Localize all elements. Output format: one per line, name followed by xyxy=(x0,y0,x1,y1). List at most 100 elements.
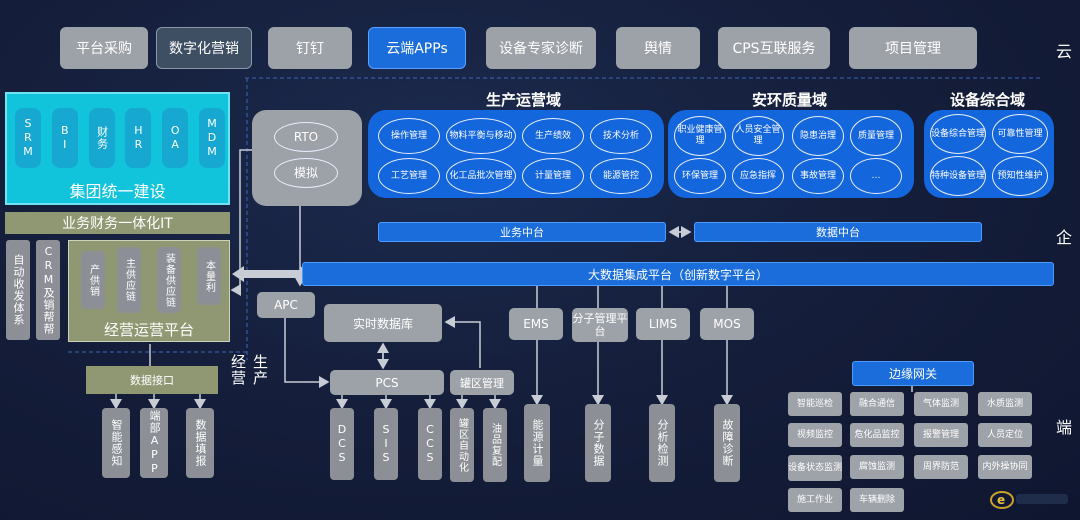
edge-item[interactable]: 报警管理 xyxy=(914,423,968,447)
pcs-box[interactable]: PCS xyxy=(330,370,444,395)
data-entry-col[interactable]: 数据填报 xyxy=(186,408,214,478)
analysis-testing-col[interactable]: 分析检测 xyxy=(649,404,675,482)
edge-item[interactable]: 施工作业 xyxy=(788,488,842,512)
ccs-col[interactable]: CCS xyxy=(418,408,442,480)
ems-box[interactable]: EMS xyxy=(509,308,563,340)
dcs-col[interactable]: DCS xyxy=(330,408,354,480)
domain-item[interactable]: 计量管理 xyxy=(522,158,584,194)
endpoint-app-col[interactable]: 端部APP xyxy=(140,408,168,478)
domain-item[interactable]: 环保管理 xyxy=(674,158,726,194)
smart-sensing-col[interactable]: 智能感知 xyxy=(102,408,130,478)
energy-metering-col[interactable]: 能源计量 xyxy=(524,404,550,482)
module-bi[interactable]: BI xyxy=(51,108,78,168)
hse-domain-panel: 职业健康管理 人员安全管理 隐患治理 质量管理 环保管理 应急指挥 事故管理 … xyxy=(668,110,914,198)
bigdata-integration-platform[interactable]: 大数据集成平台（创新数字平台） xyxy=(302,262,1054,286)
data-middle-platform[interactable]: 数据中台 xyxy=(694,222,982,242)
edge-item[interactable]: 融合通信 xyxy=(850,392,904,416)
edge-item[interactable]: 车辆删除 xyxy=(850,488,904,512)
side-label-cloud: 云 xyxy=(1056,42,1073,61)
production-domain-title: 生产运营域 xyxy=(486,91,562,109)
module-label: 本量利 xyxy=(203,259,215,293)
domain-item[interactable]: 技术分析 xyxy=(590,118,652,154)
module-mdm[interactable]: MDM xyxy=(198,108,225,168)
edge-item[interactable]: 内外操协同 xyxy=(978,455,1032,479)
hse-domain-title: 安环质量域 xyxy=(752,91,828,109)
edge-item[interactable]: 腐蚀监测 xyxy=(850,455,904,479)
domain-item[interactable]: 化工品批次管理 xyxy=(446,158,516,194)
module-label: HR xyxy=(131,124,145,152)
edge-gateway-title[interactable]: 边缘网关 xyxy=(852,361,974,386)
watermark-logo: e xyxy=(988,486,1072,512)
top-item-public-opinion[interactable]: 舆情 xyxy=(616,27,700,69)
domain-item[interactable]: 质量管理 xyxy=(850,116,902,156)
data-interface-box[interactable]: 数据接口 xyxy=(86,366,218,394)
edge-item[interactable]: 水质监测 xyxy=(978,392,1032,416)
edge-item[interactable]: 危化品监控 xyxy=(850,423,904,447)
top-item-label: 云端APPs xyxy=(386,41,448,57)
domain-item[interactable]: 预知性维护 xyxy=(992,156,1048,196)
ops-module-supply-sales[interactable]: 产供销 xyxy=(81,251,105,309)
business-middle-platform[interactable]: 业务中台 xyxy=(378,222,666,242)
top-item-equipment-diagnosis[interactable]: 设备专家诊断 xyxy=(486,27,596,69)
box-label: CRM及销帮帮 xyxy=(42,245,55,335)
top-item-label: 数字化营销 xyxy=(169,41,239,57)
tank-automation-col[interactable]: 罐区自动化 xyxy=(450,408,474,482)
top-item-dingtalk[interactable]: 钉钉 xyxy=(268,27,352,69)
domain-item[interactable]: 可靠性管理 xyxy=(992,114,1048,154)
top-item-project-management[interactable]: 项目管理 xyxy=(849,27,977,69)
tank-management-box[interactable]: 罐区管理 xyxy=(450,370,514,395)
realtime-database-box[interactable]: 实时数据库 xyxy=(324,304,442,342)
domain-item[interactable]: 隐患治理 xyxy=(792,116,844,156)
sis-col[interactable]: SIS xyxy=(374,408,398,480)
ops-platform-title: 经营运营平台 xyxy=(103,321,194,339)
edge-item[interactable]: 视频监控 xyxy=(788,423,842,447)
domain-item[interactable]: 能源管控 xyxy=(590,158,652,194)
apc-box[interactable]: APC xyxy=(257,292,315,318)
crm-system[interactable]: CRM及销帮帮 xyxy=(36,240,60,340)
module-finance[interactable]: 财务 xyxy=(88,108,115,168)
col-label: 分子数据 xyxy=(592,419,605,467)
col-label: 端部APP xyxy=(148,410,161,476)
domain-item[interactable]: 生产绩效 xyxy=(522,118,584,154)
domain-item[interactable]: 人员安全管理 xyxy=(732,116,784,156)
top-item-procurement[interactable]: 平台采购 xyxy=(60,27,148,69)
ops-module-main-supply[interactable]: 主供应链 xyxy=(117,247,141,313)
edge-item[interactable]: 周界防范 xyxy=(914,455,968,479)
rto-oval[interactable]: RTO xyxy=(274,122,338,152)
edge-item[interactable]: 气体监测 xyxy=(914,392,968,416)
layer-label-production: 生产 xyxy=(251,354,269,386)
module-label: SRM xyxy=(21,117,35,159)
edge-item[interactable]: 设备状态监测 xyxy=(788,455,842,481)
oil-blending-col[interactable]: 油品复配 xyxy=(483,408,507,482)
domain-item[interactable]: … xyxy=(850,158,902,194)
molecular-data-col[interactable]: 分子数据 xyxy=(585,404,611,482)
edge-item[interactable]: 智能巡检 xyxy=(788,392,842,416)
top-item-cps-service[interactable]: CPS互联服务 xyxy=(718,27,830,69)
ops-module-equipment-supply[interactable]: 装备供应链 xyxy=(157,247,181,313)
edge-item[interactable]: 人员定位 xyxy=(978,423,1032,447)
mos-box[interactable]: MOS xyxy=(700,308,754,340)
module-srm[interactable]: SRM xyxy=(15,108,41,168)
top-item-cloud-apps[interactable]: 云端APPs xyxy=(368,27,466,69)
domain-item[interactable]: 工艺管理 xyxy=(378,158,440,194)
domain-item[interactable]: 物料平衡与移动 xyxy=(446,118,516,154)
module-hr[interactable]: HR xyxy=(125,108,152,168)
group-unified-box: SRM BI 财务 HR OA MDM 集团统一建设 xyxy=(5,92,230,205)
lims-box[interactable]: LIMS xyxy=(636,308,690,340)
domain-item[interactable]: 操作管理 xyxy=(378,118,440,154)
domain-item[interactable]: 设备综合管理 xyxy=(930,114,986,154)
col-label: 数据填报 xyxy=(194,419,207,467)
top-item-label: 钉钉 xyxy=(296,41,324,57)
domain-item[interactable]: 应急指挥 xyxy=(732,158,784,194)
ops-module-cost-volume-profit[interactable]: 本量利 xyxy=(197,247,221,305)
fault-diagnosis-col[interactable]: 故障诊断 xyxy=(714,404,740,482)
top-item-digital-marketing[interactable]: 数字化营销 xyxy=(156,27,252,69)
auto-dispatch-system[interactable]: 自动收发体系 xyxy=(6,240,30,340)
domain-item[interactable]: 事故管理 xyxy=(792,158,844,194)
col-label: 故障诊断 xyxy=(721,419,734,467)
molecule-platform-box[interactable]: 分子管理平台 xyxy=(572,308,628,342)
domain-item[interactable]: 特种设备管理 xyxy=(930,156,986,196)
simulation-oval[interactable]: 模拟 xyxy=(274,158,338,188)
domain-item[interactable]: 职业健康管理 xyxy=(674,116,726,156)
module-oa[interactable]: OA xyxy=(162,108,189,168)
